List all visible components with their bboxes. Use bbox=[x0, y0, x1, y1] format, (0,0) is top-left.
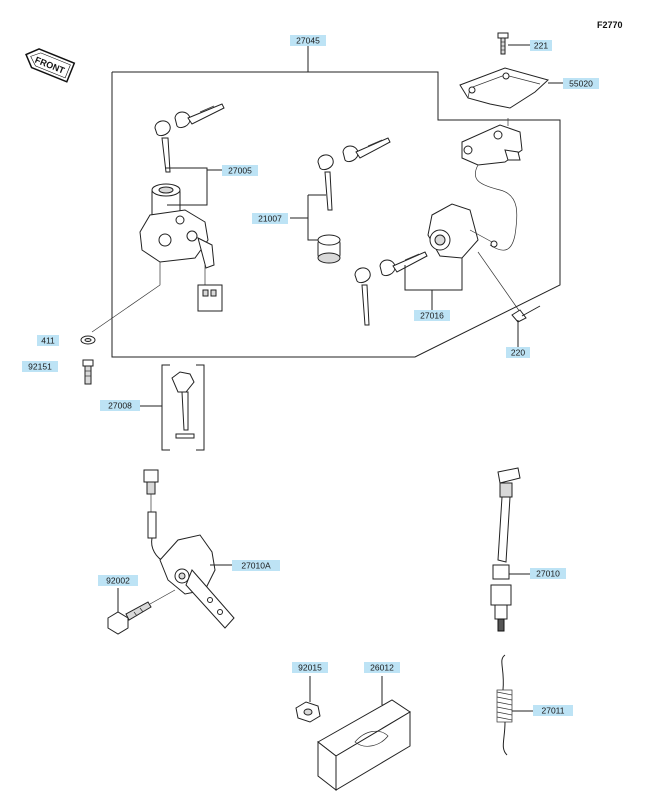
lock-set-21007 bbox=[290, 137, 391, 264]
key-pair-27005 bbox=[154, 103, 225, 173]
bracket-55020 bbox=[459, 67, 565, 109]
switch-27010A bbox=[143, 469, 235, 629]
label-27008-text: 27008 bbox=[108, 401, 132, 411]
label-27016-text: 27016 bbox=[420, 311, 444, 321]
label-27011-text: 27011 bbox=[541, 706, 564, 716]
label-27005[interactable]: 27005 bbox=[222, 165, 258, 176]
label-92015-text: 92015 bbox=[298, 663, 322, 673]
label-27045-text: 27045 bbox=[296, 36, 320, 46]
switch-27010 bbox=[490, 467, 530, 632]
lock-27016 bbox=[354, 203, 521, 326]
emblem-26012 bbox=[317, 676, 411, 792]
label-27010[interactable]: 27010 bbox=[530, 568, 566, 579]
label-411[interactable]: 411 bbox=[37, 335, 59, 346]
label-92002-text: 92002 bbox=[106, 576, 130, 586]
label-221[interactable]: 221 bbox=[530, 40, 552, 51]
label-27045[interactable]: 27045 bbox=[290, 35, 326, 46]
label-26012[interactable]: 26012 bbox=[364, 662, 400, 673]
label-21007[interactable]: 21007 bbox=[252, 213, 288, 224]
screw-220 bbox=[511, 305, 541, 348]
label-411-text: 411 bbox=[41, 336, 55, 346]
label-27010A-text: 27010A bbox=[241, 561, 271, 571]
label-220-text: 220 bbox=[511, 348, 525, 358]
label-221-text: 221 bbox=[534, 41, 548, 51]
label-27010A[interactable]: 27010A bbox=[232, 560, 280, 571]
label-92002[interactable]: 92002 bbox=[98, 575, 138, 586]
bolt-92002 bbox=[107, 588, 176, 635]
washer-411 bbox=[80, 335, 96, 345]
label-55020-text: 55020 bbox=[569, 79, 593, 89]
label-27010-text: 27010 bbox=[536, 569, 560, 579]
screw-92151 bbox=[82, 359, 94, 385]
label-55020[interactable]: 55020 bbox=[563, 78, 599, 89]
label-21007-text: 21007 bbox=[258, 214, 282, 224]
label-27005-text: 27005 bbox=[228, 166, 252, 176]
label-92151[interactable]: 92151 bbox=[22, 361, 58, 372]
ignition-switch-27005 bbox=[91, 103, 225, 333]
label-27008[interactable]: 27008 bbox=[100, 400, 140, 411]
label-26012-text: 26012 bbox=[370, 663, 394, 673]
set-boundary bbox=[111, 45, 561, 358]
label-27011[interactable]: 27011 bbox=[533, 705, 573, 716]
blank-key-27008 bbox=[140, 364, 205, 451]
spring-27011 bbox=[496, 654, 533, 756]
figure-code: F2770 bbox=[597, 20, 623, 30]
label-92015[interactable]: 92015 bbox=[292, 662, 328, 673]
label-27016[interactable]: 27016 bbox=[414, 310, 450, 321]
seat-lock-body bbox=[461, 118, 523, 251]
label-220[interactable]: 220 bbox=[506, 347, 530, 358]
nut-92015 bbox=[295, 676, 321, 723]
bolt-221 bbox=[497, 32, 535, 55]
label-92151-text: 92151 bbox=[28, 362, 52, 372]
front-arrow-icon: FRONT bbox=[25, 48, 76, 83]
